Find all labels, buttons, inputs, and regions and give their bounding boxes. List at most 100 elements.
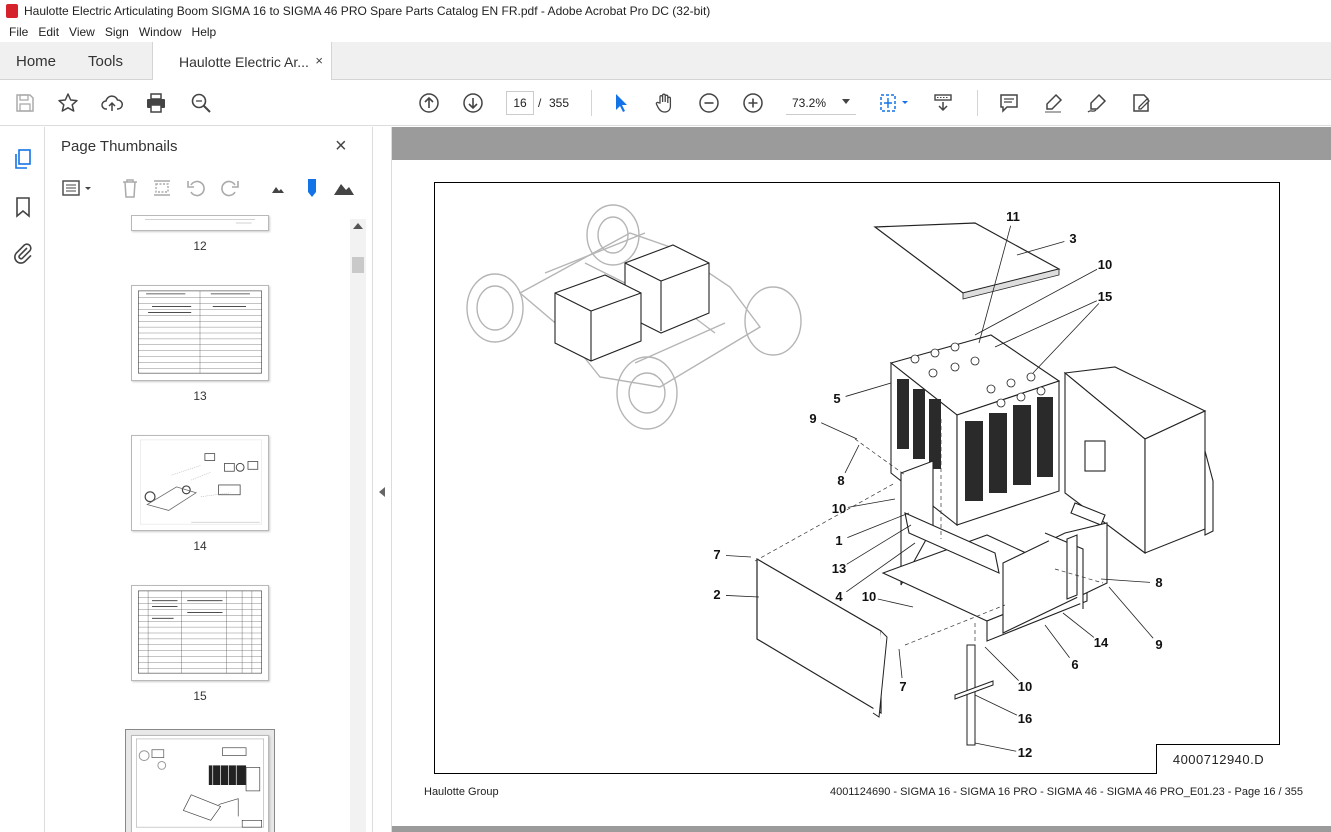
callout-number: 7 <box>899 679 906 694</box>
title-bar: Haulotte Electric Articulating Boom SIGM… <box>0 0 1331 22</box>
search-icon[interactable] <box>188 90 214 116</box>
options-menu-icon[interactable] <box>61 177 95 199</box>
front-panel-flange <box>872 630 888 718</box>
callout-leader-line <box>846 542 916 593</box>
front-panel <box>756 557 882 715</box>
thumbnail-scrollbar[interactable] <box>350 219 366 832</box>
callout-number: 13 <box>832 561 846 576</box>
draw-sign-icon[interactable] <box>1084 90 1110 116</box>
upload-cloud-icon[interactable] <box>99 90 125 116</box>
thumbnail-page-16[interactable] <box>131 735 269 832</box>
callout-number: 8 <box>837 473 844 488</box>
thumbnail-label: 14 <box>193 539 207 553</box>
scrollbar-thumb[interactable] <box>352 257 364 273</box>
thumbnail-page-12[interactable] <box>131 215 269 231</box>
page-thumbnails-icon[interactable] <box>11 147 35 171</box>
rotate-left-icon[interactable] <box>185 177 207 199</box>
callout-leaders <box>725 225 1154 752</box>
callout-leader-line <box>847 512 910 539</box>
zoom-level-value: 73.2% <box>792 95 827 110</box>
menu-bar: File Edit View Sign Window Help <box>0 22 1331 42</box>
menu-sign[interactable]: Sign <box>104 25 129 39</box>
delete-icon[interactable] <box>119 177 141 199</box>
thumbnail-size-large-icon[interactable] <box>333 177 355 199</box>
callout-number: 9 <box>809 411 816 426</box>
callout-number: 16 <box>1018 711 1032 726</box>
bookmark-icon[interactable] <box>11 195 35 219</box>
attachment-icon[interactable] <box>11 241 35 265</box>
scroll-up-icon[interactable] <box>353 223 363 229</box>
footer-reference: 4001124690 - SIGMA 16 - SIGMA 16 PRO - S… <box>829 786 1303 798</box>
thumbnail-list: 12 13 <box>45 215 351 832</box>
tab-document[interactable]: Haulotte Electric Ar... × <box>152 42 332 81</box>
select-cursor-icon[interactable] <box>608 90 634 116</box>
hand-tool-icon[interactable] <box>652 90 678 116</box>
battery-box-illustration <box>554 244 710 362</box>
thumbnail-label: 13 <box>193 389 207 403</box>
rear-housing <box>1063 366 1214 555</box>
tab-document-label: Haulotte Electric Ar... <box>179 53 309 70</box>
edit-document-icon[interactable] <box>1128 90 1154 116</box>
callout-number: 10 <box>1018 679 1032 694</box>
star-icon[interactable] <box>55 90 81 116</box>
thumbnail-page-14[interactable] <box>131 435 269 531</box>
callout-leader-line <box>845 382 892 397</box>
previous-page-icon[interactable] <box>416 90 442 116</box>
callout-leader-line <box>1062 612 1095 638</box>
zoom-level-select[interactable]: 73.2% <box>786 91 856 115</box>
next-page-icon[interactable] <box>460 90 486 116</box>
extract-pages-icon[interactable] <box>151 177 173 199</box>
callout-leader-line <box>974 742 1017 752</box>
zoom-in-icon[interactable] <box>740 90 766 116</box>
callout-leader-line <box>1032 303 1100 374</box>
save-icon[interactable] <box>12 90 38 116</box>
thumbnail-size-small-icon[interactable] <box>267 177 289 199</box>
comment-icon[interactable] <box>996 90 1022 116</box>
callout-leader-line <box>974 694 1018 716</box>
callout-leader-line <box>847 498 896 508</box>
rotate-right-icon[interactable] <box>219 177 241 199</box>
scroll-mode-icon[interactable] <box>930 90 956 116</box>
callout-leader-line <box>984 646 1019 681</box>
tab-home[interactable]: Home <box>16 52 57 70</box>
callout-leader-line <box>877 598 914 608</box>
close-icon[interactable]: × <box>335 135 347 157</box>
callout-number: 7 <box>713 547 720 562</box>
main-toolbar: 16 / 355 73.2% <box>0 80 1331 126</box>
callout-leader-line <box>1108 586 1154 639</box>
chevron-left-icon <box>379 487 385 497</box>
callout-leader-line <box>844 444 860 474</box>
callout-number: 10 <box>832 501 846 516</box>
tab-tools[interactable]: Tools <box>88 52 124 70</box>
thumbnail-size-slider-icon[interactable] <box>301 177 323 199</box>
menu-window[interactable]: Window <box>138 25 182 39</box>
menu-view[interactable]: View <box>69 25 95 39</box>
callout-leader-line <box>898 648 903 679</box>
callout-number: 10 <box>862 589 876 604</box>
cover-plate-edge <box>962 268 1060 300</box>
menu-edit[interactable]: Edit <box>38 25 60 39</box>
callout-leader-line <box>1016 241 1065 256</box>
print-icon[interactable] <box>143 90 169 116</box>
thumbnail-page-13[interactable] <box>131 285 269 381</box>
page-number-input[interactable]: 16 <box>506 91 534 115</box>
callout-number: 15 <box>1098 289 1112 304</box>
acrobat-icon <box>6 4 18 18</box>
thumbnail-label: 15 <box>193 689 207 703</box>
thumbnail-page-15[interactable] <box>131 585 269 681</box>
callout-number: 12 <box>1018 745 1032 760</box>
menu-file[interactable]: File <box>9 25 29 39</box>
window-title: Haulotte Electric Articulating Boom SIGM… <box>24 4 711 18</box>
callout-leader-line <box>974 268 1098 336</box>
tab-close-icon[interactable]: × <box>315 53 323 68</box>
callout-number: 5 <box>833 391 840 406</box>
zoom-out-icon[interactable] <box>696 90 722 116</box>
navigation-rail <box>0 127 45 832</box>
fit-page-icon[interactable] <box>876 90 914 116</box>
highlight-pen-icon[interactable] <box>1040 90 1066 116</box>
thumbnail-toolbar <box>59 175 359 203</box>
menu-help[interactable]: Help <box>191 25 217 39</box>
callout-leader-line <box>1100 578 1151 583</box>
panel-collapse-handle[interactable] <box>374 127 392 832</box>
